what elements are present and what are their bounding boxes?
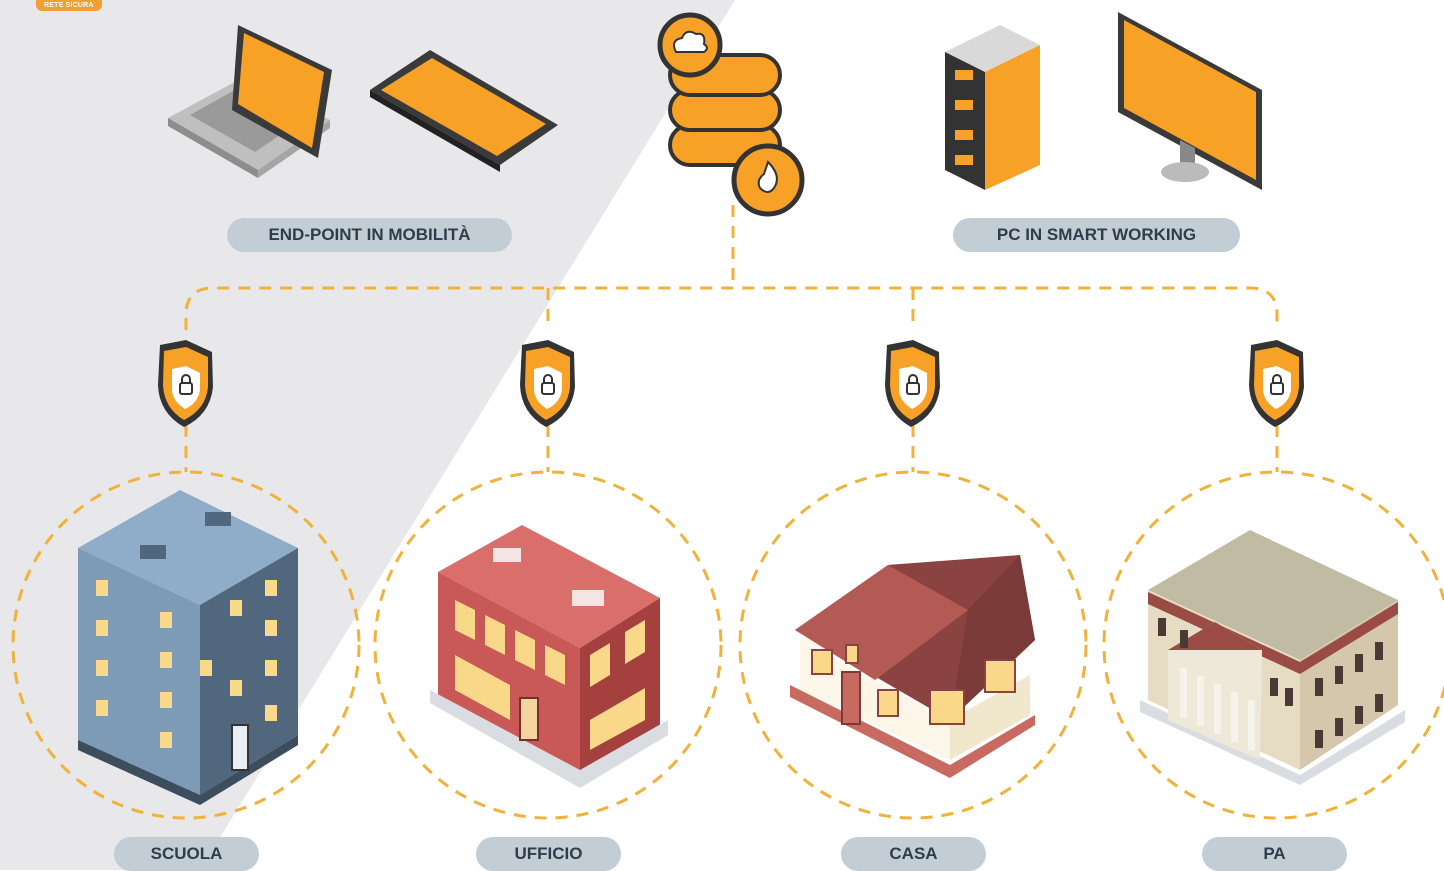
site-label-school: SCUOLA [114, 837, 259, 871]
cloud-server-icon [657, 12, 805, 217]
office-building-icon [430, 525, 668, 788]
network-connections [11, 205, 1444, 820]
shield-lock-icon [520, 340, 575, 427]
shield-lock-icon [885, 340, 940, 427]
house-icon [790, 555, 1035, 778]
server-tower-icon [945, 25, 1040, 190]
site-label-home: CASA [841, 837, 986, 871]
tablet-icon [370, 50, 558, 172]
site-label-public-administration: PA [1202, 837, 1347, 871]
school-building-icon [78, 490, 298, 805]
shield-lock-icon [158, 340, 213, 427]
label-smart-working-pc: PC IN SMART WORKING [953, 218, 1240, 252]
laptop-icon [168, 25, 332, 178]
secure-network-badge: RETE SICURA [36, 0, 102, 11]
site-label-office: UFFICIO [476, 837, 621, 871]
government-building-icon [1140, 530, 1405, 785]
shield-lock-icon [1249, 340, 1304, 427]
monitor-icon [1118, 12, 1262, 190]
label-mobile-endpoints: END-POINT IN MOBILITÀ [227, 218, 512, 252]
